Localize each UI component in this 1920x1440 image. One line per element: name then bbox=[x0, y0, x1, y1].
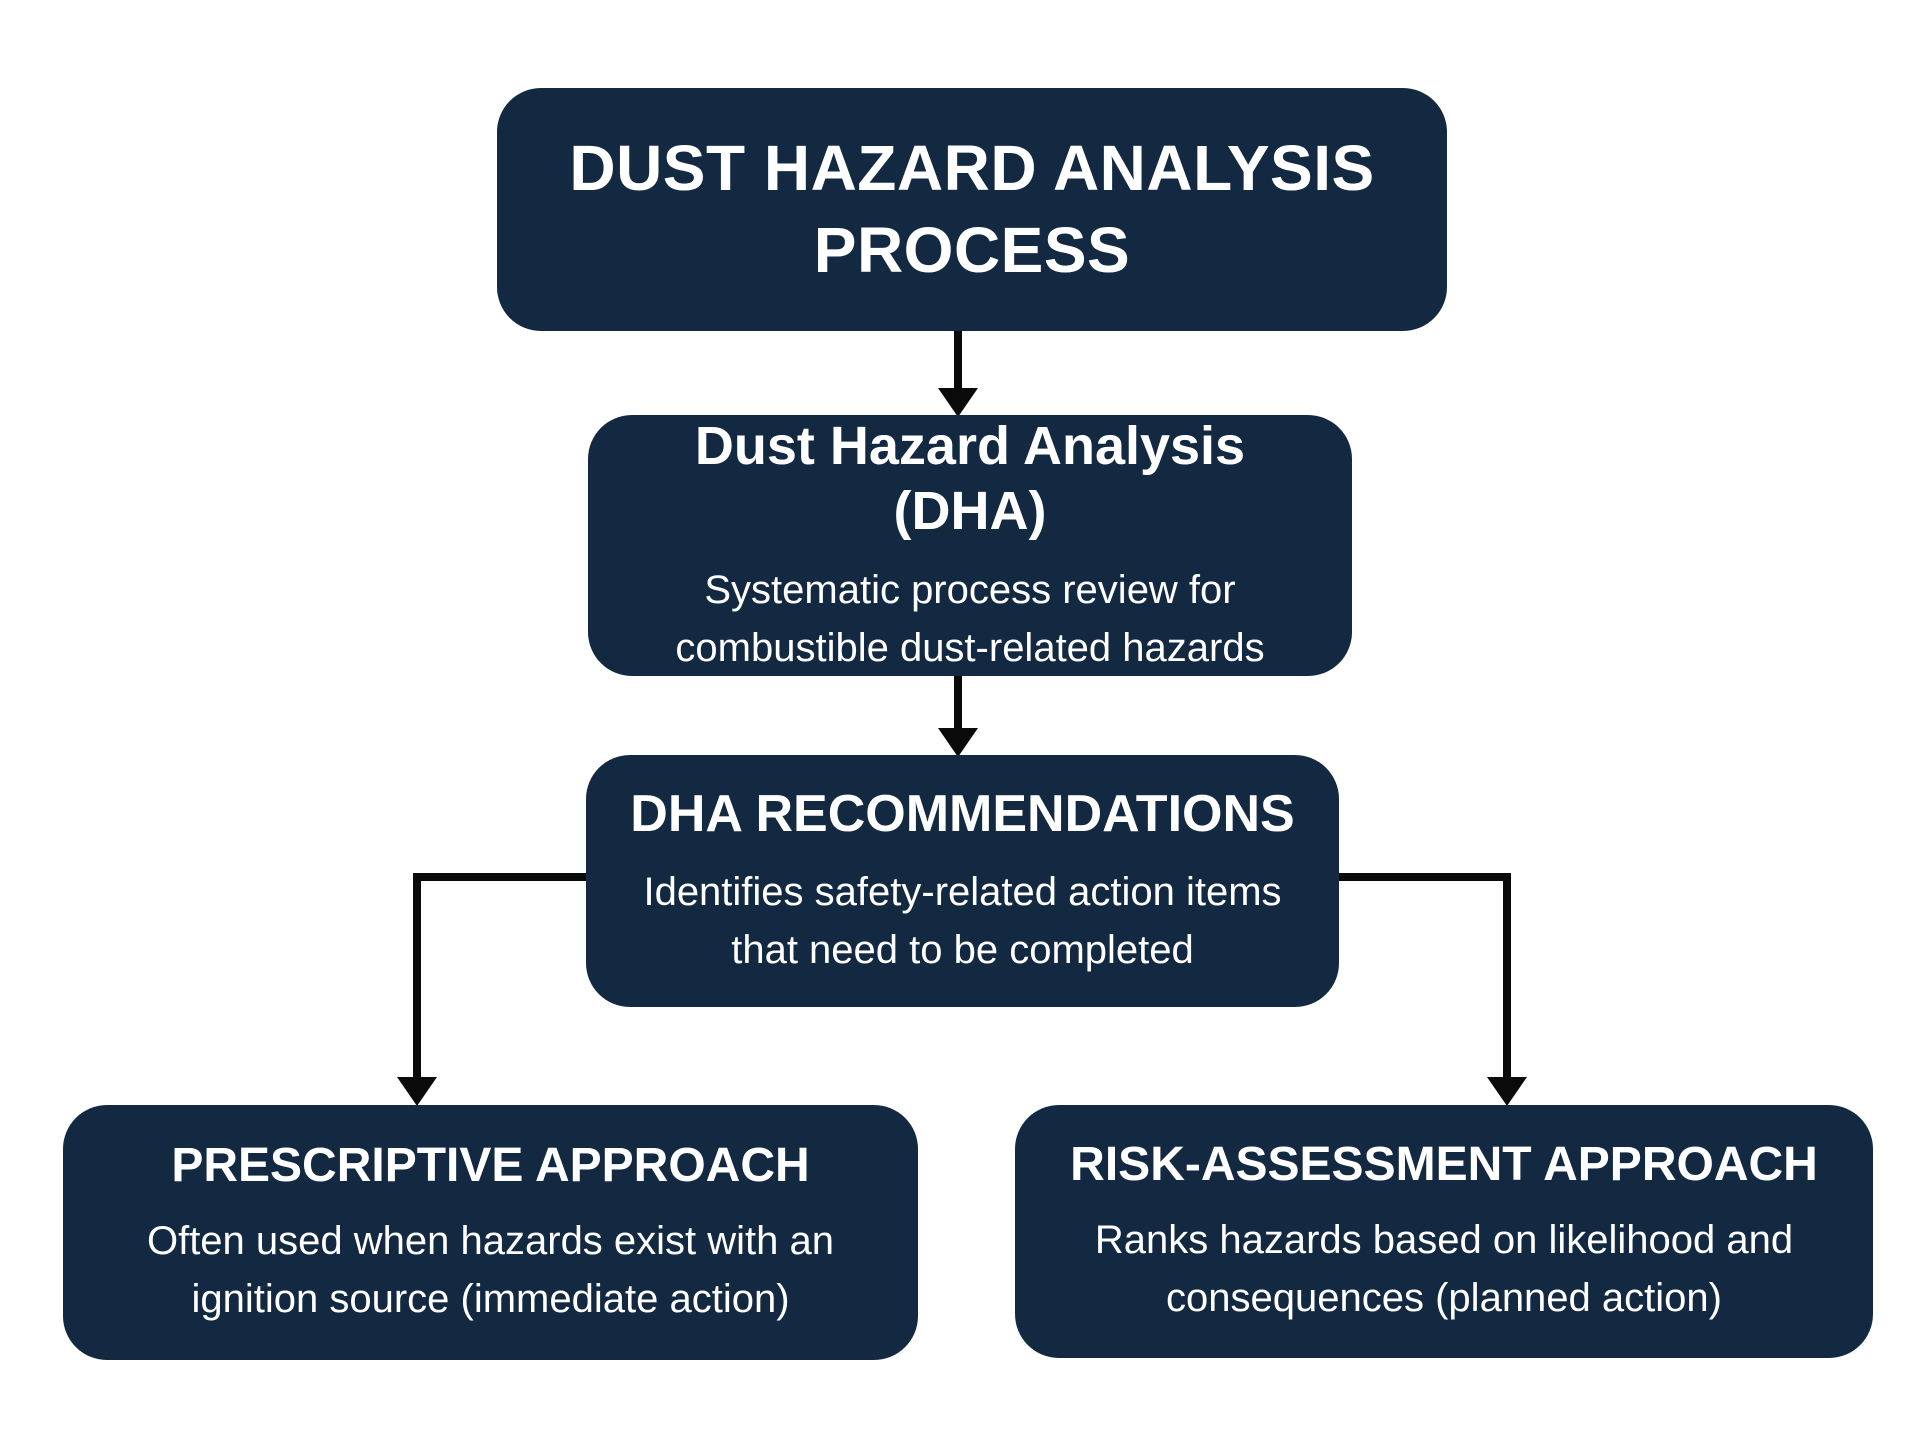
node-title: DUST HAZARD ANALYSIS PROCESS bbox=[569, 128, 1374, 291]
node-body-line: Systematic process review for bbox=[704, 568, 1236, 613]
node-body-line: Identifies safety-related action items bbox=[643, 870, 1282, 915]
node-body-line: Ranks hazards based on likelihood and bbox=[1094, 1218, 1794, 1263]
node-title: Dust Hazard Analysis (DHA) bbox=[694, 415, 1246, 541]
connector-process-to-dha bbox=[954, 331, 962, 393]
node-body: Ranks hazards based on likelihood and co… bbox=[1095, 1211, 1793, 1327]
connector-recommendations-to-prescriptive-horizontal bbox=[413, 873, 586, 881]
node-body-line: combustible dust-related hazards bbox=[675, 626, 1265, 671]
node-body-line: consequences (planned action) bbox=[1166, 1276, 1722, 1321]
node-risk-assessment-approach: RISK-ASSESSMENT APPROACH Ranks hazards b… bbox=[1015, 1105, 1873, 1358]
connector-recommendations-to-risk-vertical bbox=[1503, 873, 1511, 1080]
node-title: RISK-ASSESSMENT APPROACH bbox=[1070, 1137, 1818, 1191]
connector-recommendations-to-prescriptive-vertical bbox=[413, 873, 421, 1080]
connector-recommendations-to-risk-horizontal bbox=[1339, 873, 1511, 881]
node-prescriptive-approach: PRESCRIPTIVE APPROACH Often used when ha… bbox=[63, 1105, 918, 1360]
arrow-down-icon bbox=[397, 1077, 437, 1106]
node-dust-hazard-analysis-process: DUST HAZARD ANALYSIS PROCESS bbox=[497, 88, 1447, 331]
node-dust-hazard-analysis-dha: Dust Hazard Analysis (DHA) Systematic pr… bbox=[588, 415, 1352, 676]
node-body: Often used when hazards exist with an ig… bbox=[147, 1212, 834, 1328]
node-body-line: ignition source (immediate action) bbox=[191, 1277, 790, 1322]
node-body: Systematic process review for combustibl… bbox=[675, 561, 1264, 677]
node-body-line: that need to be completed bbox=[731, 928, 1194, 973]
arrow-down-icon bbox=[938, 728, 978, 757]
node-title: DHA RECOMMENDATIONS bbox=[630, 784, 1295, 843]
node-title: PRESCRIPTIVE APPROACH bbox=[171, 1138, 810, 1192]
arrow-down-icon bbox=[938, 388, 978, 417]
node-body: Identifies safety-related action items t… bbox=[643, 863, 1281, 979]
node-dha-recommendations: DHA RECOMMENDATIONS Identifies safety-re… bbox=[586, 755, 1339, 1007]
connector-dha-to-recommendations bbox=[954, 676, 962, 733]
node-title-line: PROCESS bbox=[813, 213, 1131, 286]
node-body-line: Often used when hazards exist with an bbox=[146, 1219, 835, 1264]
arrow-down-icon bbox=[1487, 1077, 1527, 1106]
node-title-line: DUST HAZARD ANALYSIS bbox=[569, 132, 1375, 205]
